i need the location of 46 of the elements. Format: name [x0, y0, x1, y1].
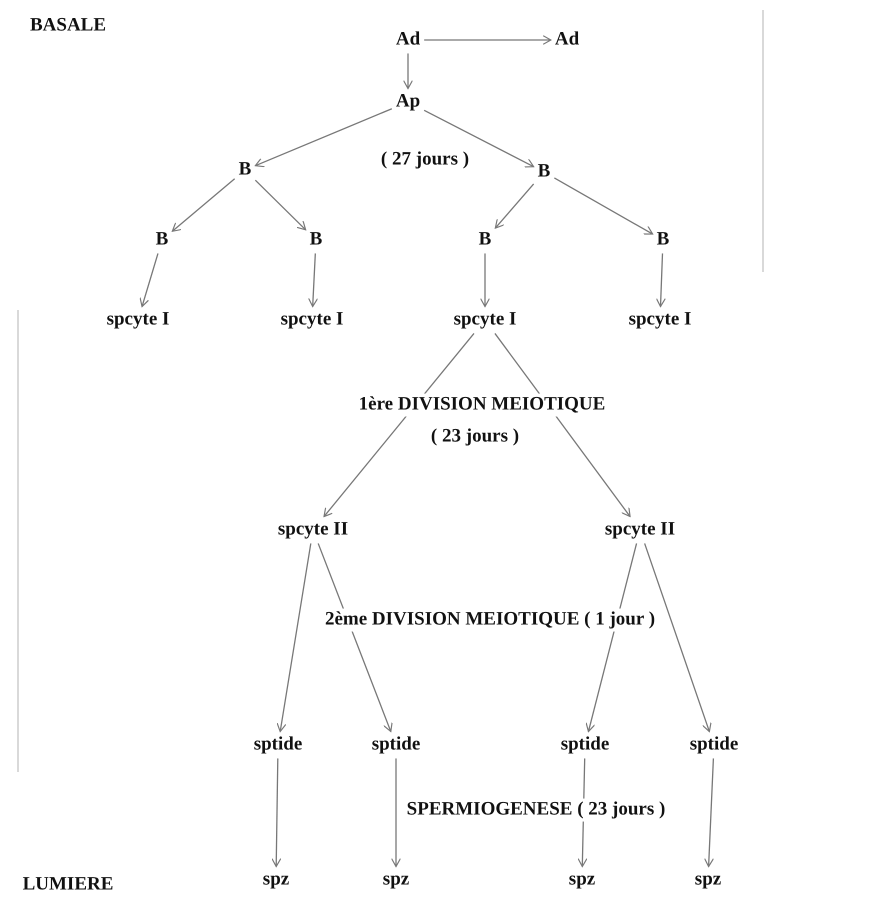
arrow: [318, 543, 393, 732]
cell-label: spcyte I: [626, 308, 694, 332]
arrow: [554, 177, 654, 235]
arrow: [139, 253, 159, 308]
arrow: [172, 178, 236, 232]
cell-label: spz: [692, 868, 724, 892]
cell-label: sptide: [688, 734, 740, 756]
arrow: [704, 758, 714, 868]
arrow: [424, 110, 534, 168]
cell-label: spcyte II: [602, 518, 678, 542]
cell-label: spz: [260, 868, 292, 892]
cell-label: B: [654, 228, 672, 252]
arrow: [586, 543, 638, 732]
arrow: [308, 253, 318, 308]
stage-label: SPERMIOGENESE ( 23 jours ): [404, 798, 668, 822]
cell-label: spcyte II: [276, 518, 350, 542]
arrow: [644, 543, 712, 732]
cell-label: sptide: [558, 734, 612, 756]
cell-label: B: [308, 228, 324, 252]
cell-label: Ad: [394, 28, 422, 52]
arrow: [254, 108, 392, 168]
cell-label: spcyte I: [104, 308, 172, 332]
arrow: [254, 180, 306, 230]
cell-label: spz: [566, 868, 598, 892]
cell-label: B: [536, 160, 552, 184]
cell-label: spcyte I: [452, 308, 518, 332]
cell-label: spcyte I: [278, 308, 346, 332]
arrow: [494, 184, 534, 229]
cell-label: sptide: [370, 734, 422, 756]
cell-label: B: [236, 158, 254, 182]
arrow: [276, 543, 312, 732]
cell-label: sptide: [252, 734, 304, 756]
arrow: [271, 758, 282, 868]
cell-label: Ad: [552, 28, 582, 52]
cell-label: B: [476, 228, 494, 252]
cell-label: spz: [380, 868, 412, 892]
cell-label: B: [154, 228, 170, 252]
stage-label: 2ème DIVISION MEIOTIQUE ( 1 jour ): [322, 608, 658, 632]
cell-label: Ap: [394, 90, 422, 114]
arrow: [402, 53, 414, 90]
stage-label: ( 23 jours ): [428, 426, 522, 448]
arrow: [424, 34, 552, 46]
arrow: [656, 253, 666, 308]
arrow: [480, 253, 490, 308]
stage-label: ( 27 jours ): [378, 148, 472, 172]
arrow: [390, 758, 402, 868]
